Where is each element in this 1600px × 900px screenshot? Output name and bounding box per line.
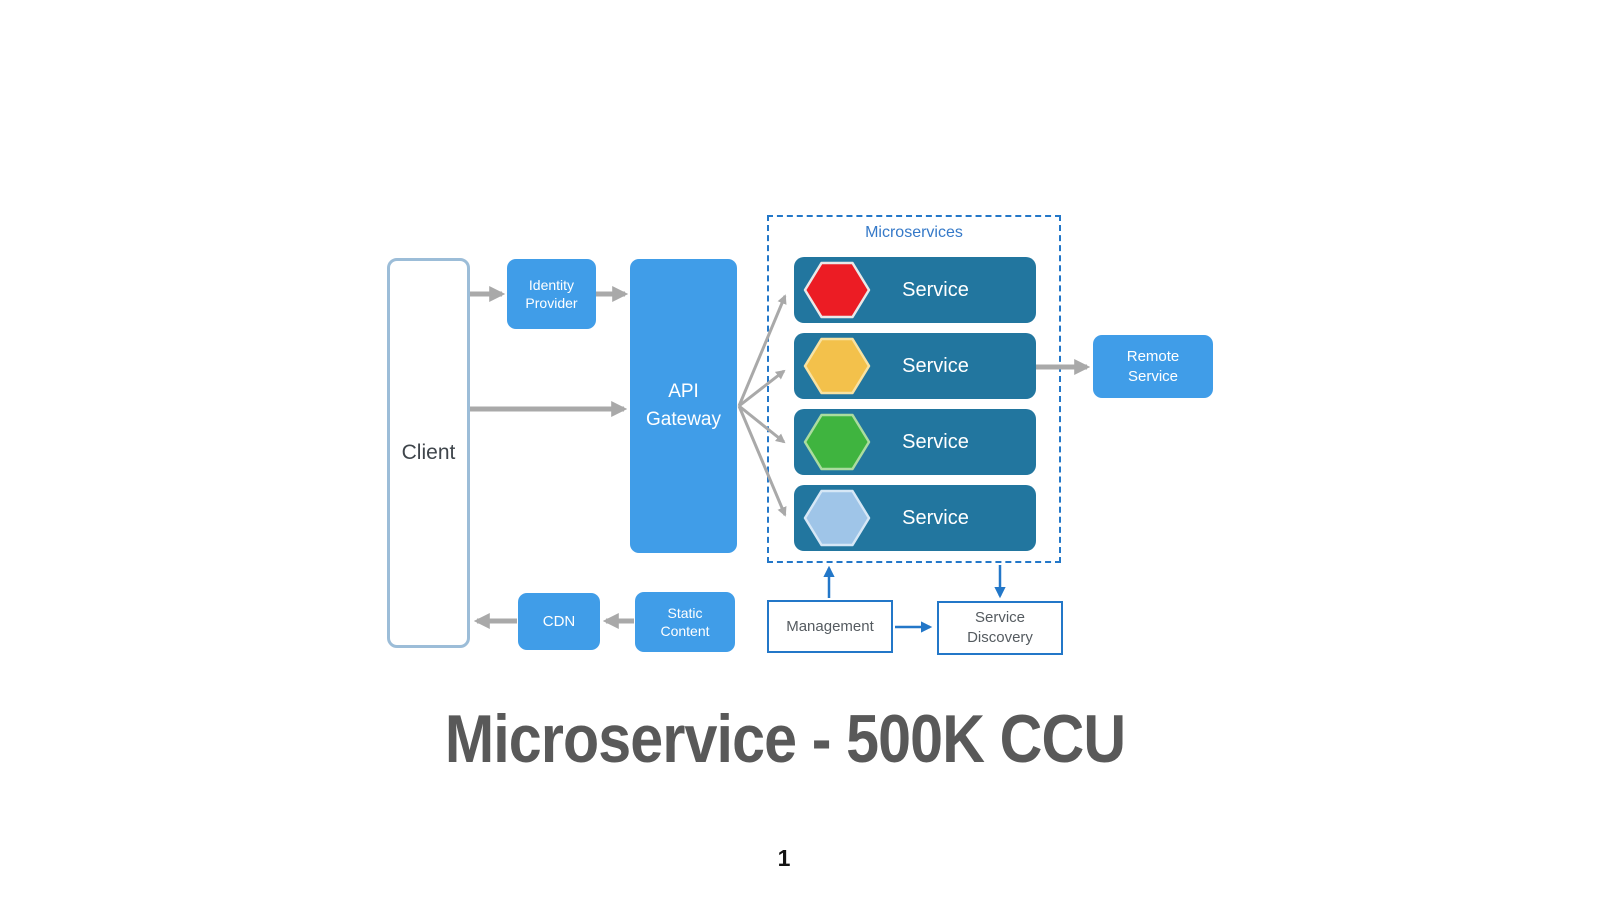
management-label: Management bbox=[786, 618, 874, 635]
green-hexagon-icon bbox=[803, 413, 871, 471]
identity-provider-label: Identity Provider bbox=[525, 276, 578, 311]
service-discovery-node: Service Discovery bbox=[937, 601, 1063, 655]
service-node-4: Service bbox=[794, 485, 1036, 551]
hexagon-shape bbox=[803, 261, 871, 319]
hexagon-shape bbox=[803, 337, 871, 395]
management-node: Management bbox=[767, 600, 893, 653]
client-label: Client bbox=[401, 441, 456, 464]
cdn-label: CDN bbox=[542, 613, 576, 630]
service-label: Service bbox=[902, 506, 969, 529]
slide-title: Microservice - 500K CCU bbox=[0, 700, 1570, 778]
service-label: Service bbox=[902, 354, 969, 377]
service-node-2: Service bbox=[794, 333, 1036, 399]
hexagon-shape bbox=[803, 413, 871, 471]
api-gateway-node: API Gateway bbox=[630, 259, 737, 553]
remote-service-label: Remote Service bbox=[1126, 348, 1180, 385]
service-discovery-label: Service Discovery bbox=[967, 608, 1033, 646]
client-node: Client bbox=[387, 258, 470, 648]
red-hexagon-icon bbox=[803, 261, 871, 319]
static-content-node: Static Content bbox=[635, 592, 735, 652]
service-node-3: Service bbox=[794, 409, 1036, 475]
service-node-1: Service bbox=[794, 257, 1036, 323]
microservices-group-title: Microservices bbox=[865, 224, 963, 241]
blue-hexagon-icon bbox=[803, 489, 871, 547]
page-number: 1 bbox=[777, 845, 791, 871]
slide-title-text: Microservice - 500K CCU bbox=[444, 701, 1126, 777]
remote-service-node: Remote Service bbox=[1093, 335, 1213, 398]
yellow-hexagon-icon bbox=[803, 337, 871, 395]
service-label: Service bbox=[902, 430, 969, 453]
service-label: Service bbox=[902, 278, 969, 301]
static-content-label: Static Content bbox=[660, 604, 710, 639]
identity-provider-node: Identity Provider bbox=[507, 259, 596, 329]
api-gateway-label: API Gateway bbox=[646, 380, 721, 431]
cdn-node: CDN bbox=[518, 593, 600, 650]
hexagon-shape bbox=[803, 489, 871, 547]
